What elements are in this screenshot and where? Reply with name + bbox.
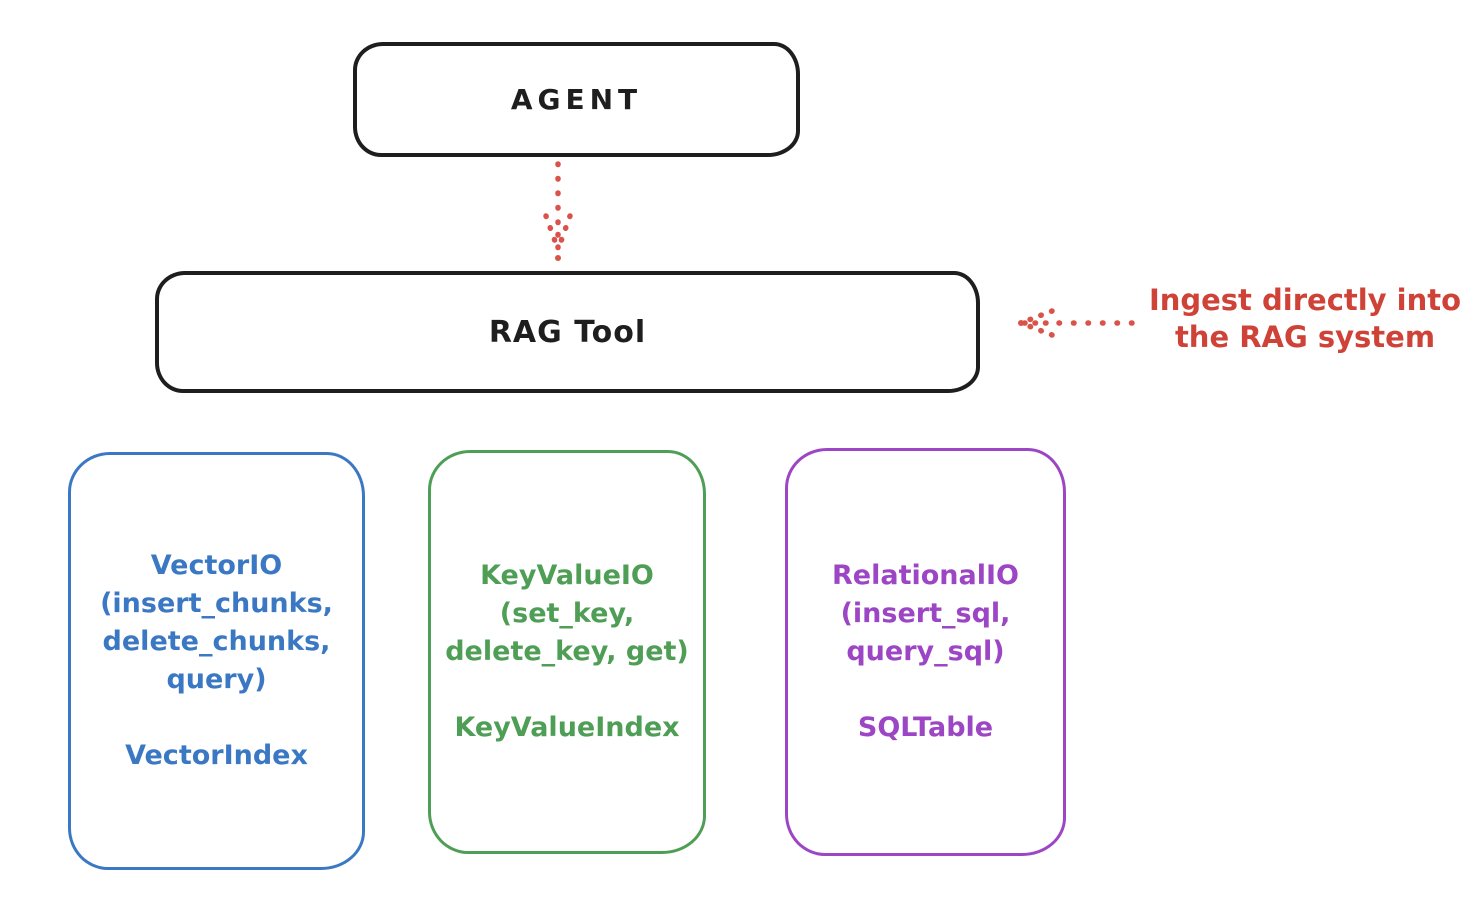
text-line xyxy=(562,671,571,709)
agent-box: AGENT xyxy=(353,42,800,157)
text-line: (insert_chunks, xyxy=(100,588,333,619)
rag-tool-box: RAG Tool xyxy=(155,271,980,393)
ingest-annotation: Ingest directly into the RAG system xyxy=(1135,282,1475,356)
text-line: KeyValueIO xyxy=(480,560,654,591)
text-line: (set_key, xyxy=(499,598,635,629)
text-line: KeyValueIndex xyxy=(454,712,680,743)
vector-io-box: VectorIO (insert_chunks, delete_chunks,que… xyxy=(68,452,365,870)
arrowhead-tip xyxy=(1018,320,1024,326)
rag-tool-box-label: RAG Tool xyxy=(488,314,647,350)
text-line: delete_chunks, xyxy=(102,626,331,657)
text-line xyxy=(921,671,930,709)
text-line: query_sql) xyxy=(846,636,1005,667)
agent-to-rag-arrow xyxy=(543,161,573,261)
text-line: VectorIndex xyxy=(125,740,308,771)
text-line: SQLTable xyxy=(857,712,994,743)
text-line: RelationalIO xyxy=(832,560,1019,591)
relational-io-box: RelationalIO (insert_sql, query_sql) SQLTa… xyxy=(785,448,1066,856)
text-line: (insert_sql, xyxy=(840,598,1011,629)
key-value-io-box: KeyValueIO (set_key, delete_key, get) KeyV… xyxy=(428,450,706,854)
text-line: query) xyxy=(166,664,267,695)
text-line xyxy=(212,699,221,737)
agent-box-label: AGENT xyxy=(510,83,643,116)
text-line: delete_key, get) xyxy=(445,636,689,667)
arrowhead-tip xyxy=(555,255,561,261)
annotation-to-rag-arrow xyxy=(1018,308,1135,338)
annotation-line-2: the RAG system xyxy=(1174,320,1436,354)
text-line: VectorIO xyxy=(150,550,283,581)
annotation-line-1: Ingest directly into xyxy=(1148,283,1462,317)
